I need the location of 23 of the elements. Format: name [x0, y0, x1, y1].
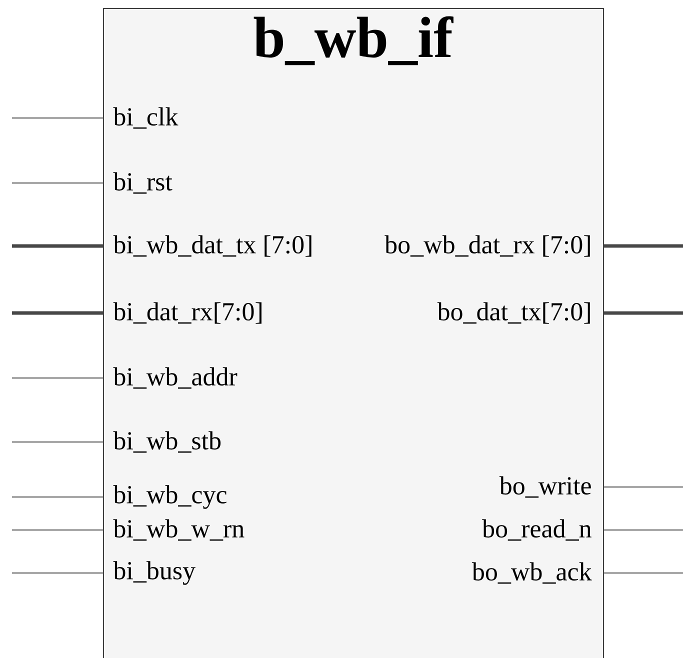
signal-line [12, 496, 104, 498]
port-label: bo_read_n [482, 519, 592, 541]
bus-line [12, 244, 103, 248]
port-label: bi_clk [113, 107, 178, 129]
signal-line [604, 572, 683, 574]
port-label: bi_dat_rx[7:0] [113, 302, 262, 324]
port-label: bi_wb_stb [113, 431, 221, 453]
signal-line [604, 486, 683, 488]
port-label: bi_rst [113, 172, 172, 194]
port-label: bi_wb_w_rn [113, 519, 244, 541]
port-label: bo_wb_dat_rx [7:0] [384, 235, 590, 257]
port-label: bi_wb_dat_tx [7:0] [113, 235, 312, 257]
port-label: bi_busy [113, 561, 196, 585]
port-label: bo_wb_ack [472, 562, 592, 584]
signal-line [12, 572, 104, 574]
bus-line [604, 244, 683, 248]
bus-line [12, 311, 103, 315]
port-label: bo_write [499, 476, 591, 498]
bus-line [604, 311, 683, 315]
port-label: bo_dat_tx[7:0] [437, 302, 590, 324]
port-label: bi_wb_cyc [113, 485, 226, 509]
port-label: bi_wb_addr [113, 367, 238, 389]
signal-line [12, 182, 104, 184]
